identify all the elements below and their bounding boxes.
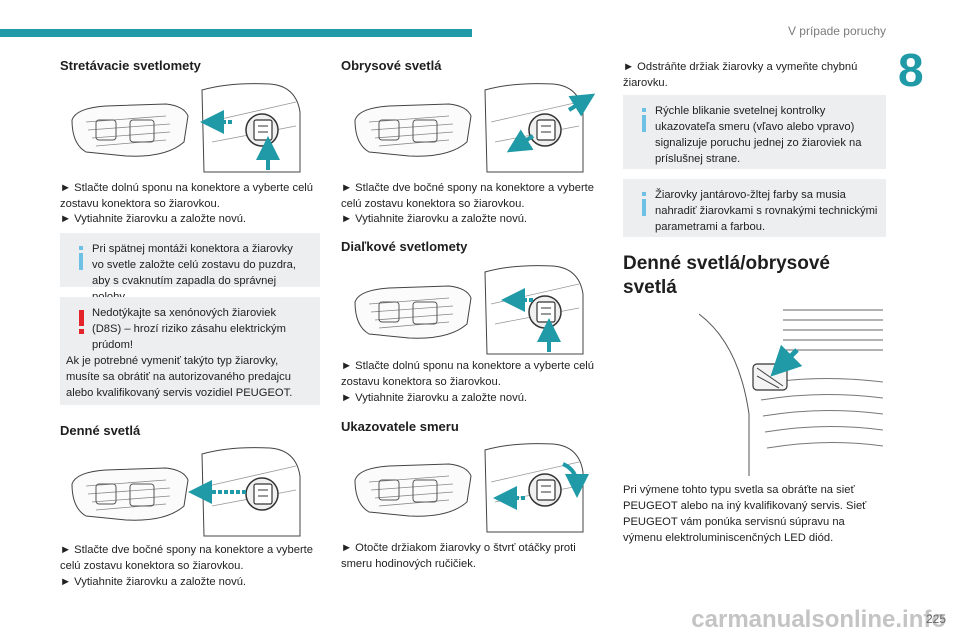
header-accent-bar bbox=[0, 29, 472, 37]
section-title-daytime-lights: Denné svetlá bbox=[60, 423, 141, 438]
side-lights-illustration bbox=[354, 82, 596, 173]
info-icon bbox=[642, 108, 646, 132]
info-note-fast-blinking-text-1: Rýchle blikanie svetelnej kontrolky bbox=[655, 105, 826, 117]
section-title-side-lights: Obrysové svetlá bbox=[341, 58, 442, 73]
page-section-title: V prípade poruchy bbox=[787, 24, 886, 38]
section-title-low-beam: Stretávacie svetlomety bbox=[60, 58, 201, 73]
section-title-drl-side-lights-2: svetlá bbox=[623, 277, 677, 298]
info-note-amber-bulbs: Žiarovky jantárovo-žltej farby sa musia … bbox=[623, 179, 886, 237]
warning-note-xenon: Nedotýkajte sa xenónových žiaroviek (D8S… bbox=[60, 297, 320, 405]
info-note-reassembly: Pri spätnej montáži konektora a žiarovky… bbox=[60, 233, 320, 303]
section-title-turn-signals: Ukazovatele smeru bbox=[341, 419, 459, 434]
turn-signals-step-2: ► Odstráňte držiak žiarovky a vymeňte ch… bbox=[623, 61, 858, 89]
side-lights-step-2: ► Vytiahnite žiarovku a založte novú. bbox=[341, 213, 528, 225]
warning-exclamation-icon bbox=[79, 310, 84, 334]
chapter-number: 8 bbox=[898, 44, 924, 96]
info-note-amber-bulbs-text-1: Žiarovky jantárovo-žltej farby sa musia bbox=[655, 189, 846, 201]
info-icon bbox=[79, 246, 83, 270]
daytime-lights-step-1: ► Stlačte dve bočné spony na konektore a… bbox=[60, 544, 313, 572]
turn-signals-step-1: ► Otočte držiakom žiarovky o štvrť otáčk… bbox=[341, 542, 576, 570]
section-title-drl-side-lights-1: Denné svetlá/obrysové bbox=[623, 253, 830, 274]
high-beam-illustration bbox=[354, 264, 584, 355]
low-beam-step-1: ► Stlačte dolnú sponu na konektore a vyb… bbox=[60, 182, 314, 210]
watermark: carmanualsonline.info bbox=[691, 606, 946, 633]
page-number: 225 bbox=[925, 612, 946, 626]
section-title-high-beam: Diaľkové svetlomety bbox=[341, 239, 468, 254]
drl-body-text: Pri výmene tohto typu svetla sa obráťte … bbox=[623, 484, 867, 544]
daytime-lights-step-2: ► Vytiahnite žiarovku a založte novú. bbox=[60, 576, 247, 588]
warning-note-xenon-text-2: (D8S) – hrozí riziko zásahu elektrickým … bbox=[92, 323, 286, 351]
low-beam-step-2: ► Vytiahnite žiarovku a založte novú. bbox=[60, 213, 247, 225]
info-note-fast-blinking-text-2: ukazovateľa smeru (vľavo alebo vpravo) s… bbox=[655, 121, 862, 165]
turn-signals-illustration bbox=[354, 442, 589, 533]
low-beam-illustration bbox=[71, 82, 301, 173]
info-note-amber-bulbs-text-2: nahradiť žiarovkami s rovnakými technick… bbox=[655, 205, 878, 233]
high-beam-step-2: ► Vytiahnite žiarovku a založte novú. bbox=[341, 392, 528, 404]
side-lights-step-1: ► Stlačte dve bočné spony na konektore a… bbox=[341, 182, 594, 210]
daytime-lights-illustration bbox=[71, 446, 301, 537]
info-note-fast-blinking: Rýchle blikanie svetelnej kontrolky ukaz… bbox=[623, 95, 886, 169]
info-note-reassembly-text-1: Pri spätnej montáži konektora a žiarovky bbox=[92, 243, 293, 255]
warning-note-xenon-text-3: Ak je potrebné vymeniť takýto typ žiarov… bbox=[66, 355, 293, 399]
high-beam-step-1: ► Stlačte dolnú sponu na konektore a vyb… bbox=[341, 360, 595, 388]
info-icon bbox=[642, 192, 646, 216]
drl-illustration bbox=[699, 304, 883, 476]
warning-note-xenon-text-1: Nedotýkajte sa xenónových žiaroviek bbox=[92, 307, 277, 319]
